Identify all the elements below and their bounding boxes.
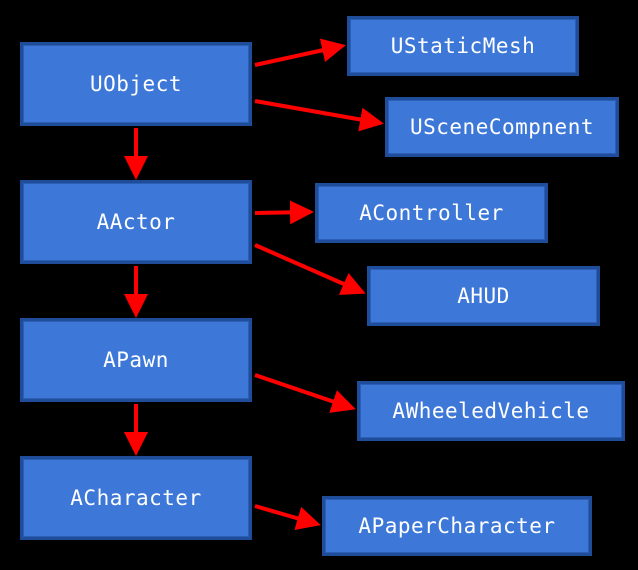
node-apapercharacter: APaperCharacter xyxy=(322,496,592,556)
arrow-apawn-to-awheeledvehicle xyxy=(254,373,356,413)
node-ustaticmesh: UStaticMesh xyxy=(347,16,579,76)
node-aactor: AActor xyxy=(20,180,252,264)
node-uscenecomponent: USceneCompnent xyxy=(385,97,619,157)
node-acontroller: AController xyxy=(315,183,548,243)
node-awheeledvehicle: AWheeledVehicle xyxy=(357,381,625,441)
arrow-uobject-to-uscenecomponent xyxy=(254,99,384,132)
node-apawn: APawn xyxy=(20,318,252,402)
arrow-acharacter-to-apapercharacter xyxy=(254,504,321,530)
arrow-aactor-to-acontroller xyxy=(254,200,314,225)
node-acharacter: ACharacter xyxy=(20,456,252,540)
arrow-aactor-to-ahud xyxy=(254,243,366,295)
node-ahud: AHUD xyxy=(367,266,600,326)
arrow-uobject-to-ustaticmesh xyxy=(254,38,346,67)
node-uobject: UObject xyxy=(20,42,252,126)
